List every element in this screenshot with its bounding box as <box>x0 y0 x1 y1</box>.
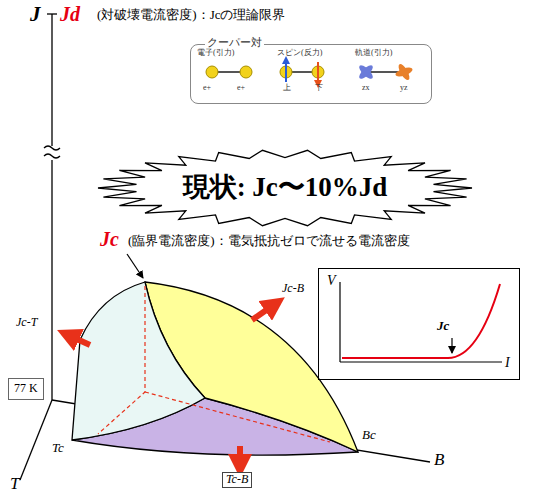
particle-label: e+ <box>237 83 245 92</box>
vi-graph <box>340 282 502 362</box>
column-heading: 軌道(引力) <box>355 48 392 57</box>
depairing-note: (対破壊電流密度)：Jcの理論限界 <box>97 8 286 23</box>
critical-symbol: Jc <box>437 319 449 334</box>
box-heading: クーパー対 <box>205 36 264 49</box>
cooper-pair-box: クーパー対電子(引力)スピン(反力)軌道(引力)e+e+上下zxyz <box>190 44 432 104</box>
leader-arrow <box>127 254 143 278</box>
status-text: 現状: Jc〜10%Jd <box>183 172 388 203</box>
critical-note: (臨界電流密度)：電気抵抗ゼロで流せる電流密度 <box>128 234 410 249</box>
spin-label: 上 <box>283 83 291 92</box>
critical-surface <box>72 282 358 455</box>
axis-name: V <box>327 273 336 289</box>
axis-name: I <box>505 355 510 371</box>
column-heading: スピン(反力) <box>277 48 322 57</box>
vi-graph-box: V I Jc <box>318 268 520 380</box>
direction-label: Jc-B <box>282 282 304 296</box>
particle-label: e+ <box>203 83 211 92</box>
axes <box>20 14 430 480</box>
direction-label: Tc-B <box>222 472 252 488</box>
axis-value: Tc <box>52 441 64 456</box>
axis-name: J <box>30 2 41 26</box>
depairing-symbol: Jd <box>60 3 80 26</box>
dashed-guides <box>98 286 330 442</box>
direction-label: Jc-T <box>16 316 37 330</box>
orbital-label: yz <box>400 83 408 92</box>
status-starburst: 現状: Jc〜10%Jd <box>96 148 474 228</box>
spin-label: 下 <box>315 83 323 92</box>
axis-name: B <box>434 450 444 470</box>
column-heading: 電子(引力) <box>197 48 234 57</box>
red-arrows <box>68 304 275 466</box>
temperature-label: 77 K <box>14 382 38 396</box>
axis-value: Bc <box>362 428 376 443</box>
orbital-label: zx <box>362 83 370 92</box>
critical-symbol: Jc <box>100 228 119 251</box>
axis-name: T <box>10 474 19 494</box>
temperature-box: 77 K <box>8 378 44 400</box>
cooper-pair-icons <box>206 60 414 84</box>
